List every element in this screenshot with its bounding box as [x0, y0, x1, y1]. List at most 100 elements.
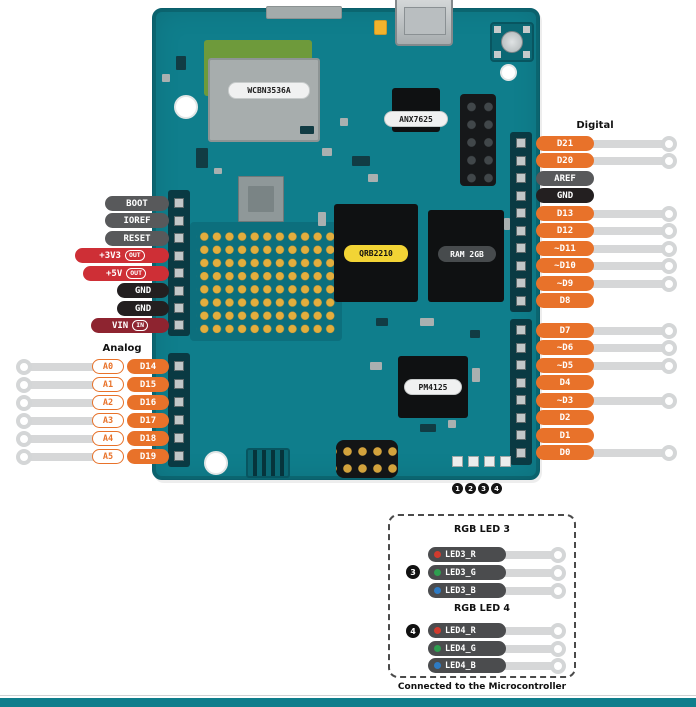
pin-label: D13	[536, 206, 594, 221]
pin-label: RESET	[105, 231, 169, 246]
pin-label: D2	[536, 410, 594, 425]
pin-row-reset: RESET	[0, 231, 169, 246]
connector-ring-icon	[16, 412, 32, 429]
anx7625-label: ANX7625	[384, 111, 448, 127]
connector-ring-icon	[550, 546, 566, 563]
connector-stub	[589, 261, 666, 270]
pin-row-d11: ~D11	[536, 240, 677, 257]
wifi-module-label: WCBN3536A	[228, 82, 310, 99]
connector-ring-icon	[661, 392, 677, 409]
pin-row-d13: D13	[536, 205, 677, 222]
led-pin-row: LED3_G	[428, 564, 566, 581]
pin-label: D20	[536, 153, 594, 168]
pin	[516, 360, 526, 370]
connector-ring-icon	[661, 322, 677, 339]
direction-tag: OUT	[126, 268, 146, 279]
pin	[174, 433, 184, 443]
analog-header-strip	[168, 353, 190, 467]
connector-ring-icon	[550, 564, 566, 581]
direction-tag: OUT	[124, 250, 145, 261]
pin-label: D0	[536, 445, 594, 460]
gold-pad-grid	[196, 228, 336, 335]
pin	[516, 430, 526, 440]
side-connector	[246, 448, 290, 478]
pin-row-d5: ~D5	[536, 357, 677, 374]
pin-row-d20: D20	[536, 152, 677, 169]
connector-ring-icon	[661, 135, 677, 152]
connector-ring-icon	[16, 430, 32, 447]
pin-row-d10: ~D10	[536, 257, 677, 274]
pin-label: ~D11	[536, 241, 594, 256]
pin	[174, 397, 184, 407]
pin-row-d9: ~D9	[536, 275, 677, 292]
pin	[174, 198, 184, 208]
pin-label: BOOT	[105, 196, 169, 211]
rgb-led-package	[484, 456, 495, 467]
pin	[516, 395, 526, 405]
connector-stub	[589, 209, 666, 218]
pin-label: D4	[536, 375, 594, 390]
connector-stub	[27, 380, 97, 389]
pin-label: GND	[536, 188, 594, 203]
red-dot-icon	[434, 627, 441, 634]
connector-stub	[589, 156, 666, 165]
pin	[516, 278, 526, 288]
pin	[174, 303, 184, 313]
connector-ring-icon	[16, 448, 32, 465]
pin	[516, 343, 526, 353]
digital-alias-label: D16	[127, 395, 169, 410]
pin	[516, 378, 526, 388]
reset-button	[490, 22, 534, 62]
connector-stub	[589, 279, 666, 288]
digital-alias-label: D17	[127, 413, 169, 428]
led-number-badge: 4	[491, 483, 502, 494]
pin-label: D8	[536, 293, 594, 308]
callout-caption: Connected to the Microcontroller	[397, 682, 567, 692]
connector-ring-icon	[16, 358, 32, 375]
ram-label: RAM 2GB	[438, 246, 496, 262]
led-pin-label: LED4_R	[428, 623, 506, 638]
connector-ring-icon	[661, 240, 677, 257]
pin	[516, 296, 526, 306]
pin	[516, 243, 526, 253]
callout-group-title: RGB LED 4	[453, 603, 510, 614]
mounting-hole	[204, 451, 228, 475]
connector-stub	[501, 661, 555, 670]
pin-row-d0: D0	[536, 444, 677, 461]
pin	[516, 191, 526, 201]
direction-tag: IN	[132, 320, 149, 331]
analog-pin-label: A0	[92, 359, 124, 374]
button-pad	[523, 51, 530, 58]
pin-label: D7	[536, 323, 594, 338]
analog-pin-label: A3	[92, 413, 124, 428]
led-pin-label: LED3_R	[428, 547, 506, 562]
digital-header-strip-top	[510, 132, 532, 312]
pin-label: IOREF	[105, 213, 169, 228]
connector-stub	[589, 139, 666, 148]
led-pin-label: LED4_G	[428, 641, 506, 656]
pin	[516, 173, 526, 183]
pin	[174, 379, 184, 389]
pin-row-d1: D1	[536, 428, 677, 443]
pin	[174, 268, 184, 278]
green-dot-icon	[434, 645, 441, 652]
pin-row-gnd: GND	[0, 301, 169, 316]
power-header-strip	[168, 190, 190, 336]
analog-pin-label: A2	[92, 395, 124, 410]
pin	[174, 415, 184, 425]
mounting-hole	[500, 64, 517, 81]
connector-stub	[589, 361, 666, 370]
pin-label: D21	[536, 136, 594, 151]
connector-ring-icon	[16, 394, 32, 411]
pin-label: AREF	[536, 171, 594, 186]
blue-dot-icon	[434, 662, 441, 669]
yellow-led	[374, 20, 387, 35]
